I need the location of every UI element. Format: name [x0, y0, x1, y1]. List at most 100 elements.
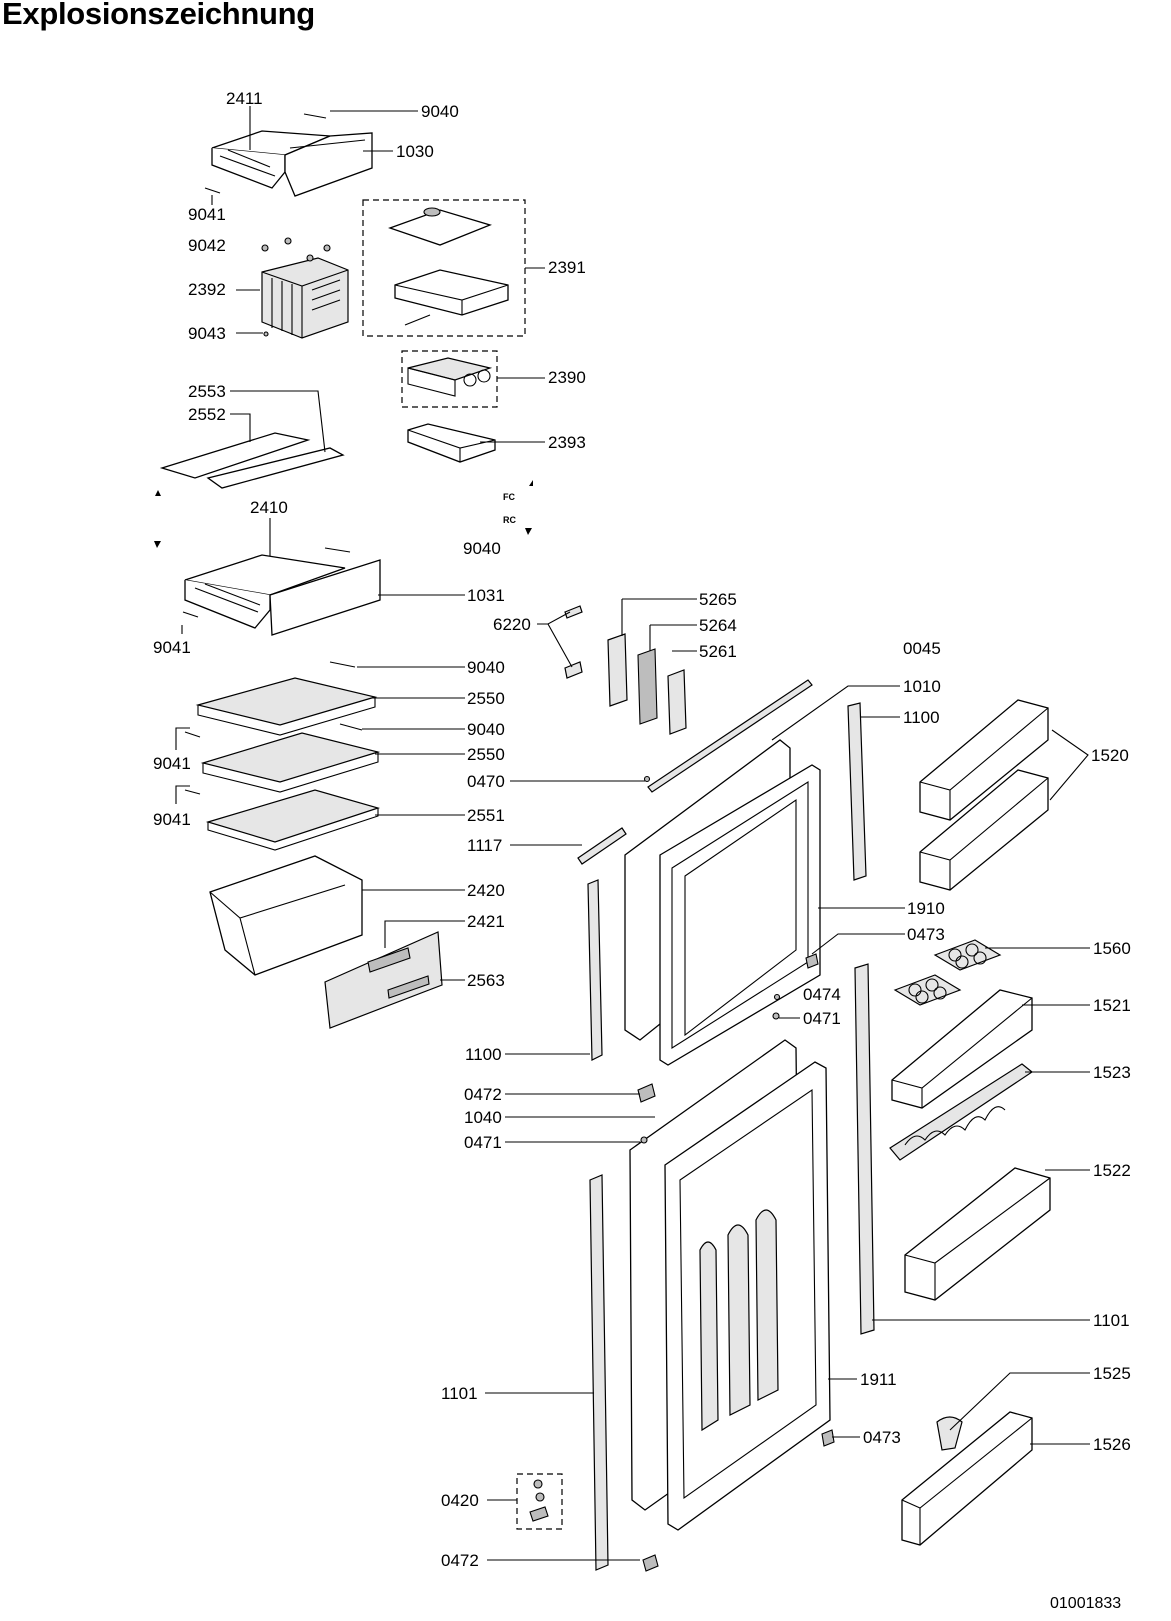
label-2420: 2420	[467, 881, 505, 900]
label-1100-left: 1100	[465, 1045, 502, 1064]
strip-1101-left	[589, 1174, 609, 1571]
label-0473-lower: 0473	[863, 1428, 901, 1447]
label-2563: 2563	[467, 971, 505, 990]
pin-0471-upper	[772, 1012, 780, 1020]
board-5261	[667, 669, 687, 735]
group-box-0420	[516, 1473, 563, 1530]
pin-9043	[263, 331, 269, 337]
label-2421: 2421	[467, 912, 505, 931]
bracket-0473-upper	[805, 953, 819, 969]
label-1030: 1030	[396, 142, 434, 161]
pin-0470	[643, 775, 651, 783]
hinge-set-0420	[529, 1479, 549, 1522]
label-0470: 0470	[467, 772, 505, 791]
ice-container-2392	[261, 257, 349, 339]
lower-door-1040	[629, 1039, 831, 1531]
cap-0472-upper	[637, 1083, 656, 1103]
label-9042: 9042	[188, 236, 226, 255]
label-1525: 1525	[1093, 1364, 1131, 1383]
upper-door-1010	[624, 739, 821, 1066]
shelf-2550-b	[200, 732, 381, 793]
label-2552: 2552	[188, 405, 226, 424]
door-bin-1522	[904, 1167, 1051, 1301]
label-0471-lower: 0471	[464, 1133, 502, 1152]
label-1101-right: 1101	[1093, 1311, 1130, 1330]
label-0471-upper: 0471	[803, 1009, 841, 1028]
sensor-6220-bottom	[564, 661, 583, 679]
label-1911: 1911	[860, 1370, 897, 1389]
leader-lines	[175, 106, 1090, 1561]
crisper-cover-2563	[324, 931, 443, 1029]
label-1101-left: 1101	[441, 1384, 478, 1403]
label-0472-lower: 0472	[441, 1551, 479, 1570]
label-0472-upper: 0472	[464, 1085, 502, 1104]
label-0473-upper: 0473	[907, 925, 945, 944]
label-5264: 5264	[699, 616, 737, 635]
document-number: 01001833	[1050, 1595, 1121, 1612]
label-9041-shelf-b: 9041	[153, 810, 191, 829]
cap-0472-lower	[642, 1554, 659, 1572]
strip-1100-right	[847, 702, 867, 881]
label-2390: 2390	[548, 368, 586, 387]
label-9041-shelf-a: 9041	[153, 754, 191, 773]
screws-shelves	[184, 661, 363, 795]
shelf-2550-a	[195, 677, 378, 736]
screw-9040-top	[303, 113, 327, 119]
group-box-2390	[401, 350, 498, 408]
label-5265: 5265	[699, 590, 737, 609]
crisper-2420	[209, 855, 363, 976]
label-9040-mid: 9040	[463, 539, 501, 558]
label-2550-a: 2550	[467, 689, 505, 708]
label-2550-b: 2550	[467, 745, 505, 764]
screw-9041-top	[204, 187, 221, 194]
door-bin-1521	[891, 989, 1033, 1109]
label-1560: 1560	[1093, 939, 1131, 958]
label-1522: 1522	[1093, 1161, 1131, 1180]
ice-maker-2391	[388, 207, 509, 326]
label-0474: 0474	[803, 985, 841, 1004]
bracket-0473-lower	[821, 1429, 835, 1447]
label-9041-mid: 9041	[153, 638, 191, 657]
arrow-up-icons	[155, 480, 533, 496]
label-1526: 1526	[1093, 1435, 1131, 1454]
label-9040-shelf-mid: 9040	[467, 720, 505, 739]
page-title: Explosionszeichnung	[2, 0, 315, 31]
shelf-2551	[205, 789, 381, 851]
label-2393: 2393	[548, 433, 586, 452]
pin-0471-lower	[640, 1136, 648, 1144]
label-9040-shelf-top: 9040	[467, 658, 505, 677]
drawer-2410	[184, 554, 381, 636]
label-9041-top: 9041	[188, 205, 226, 224]
hinge-1117	[577, 827, 627, 865]
part-labels: 2411 9040 1030 9041 9042 2391 2392 9043 …	[153, 89, 1131, 1612]
screw-9041-mid	[182, 611, 199, 618]
label-5261: 5261	[699, 642, 737, 661]
strip-1101-right	[854, 963, 875, 1335]
label-1910: 1910	[907, 899, 945, 918]
cover-2552	[159, 432, 311, 479]
label-1010: 1010	[903, 677, 941, 696]
pins-9042	[261, 237, 331, 262]
label-1100-right: 1100	[903, 708, 940, 727]
label-1520: 1520	[1091, 746, 1129, 765]
marker-fc: FC	[503, 492, 515, 502]
board-5264	[637, 648, 658, 725]
label-0045: 0045	[903, 639, 941, 658]
label-2410: 2410	[250, 498, 288, 517]
cover-2553	[206, 447, 345, 489]
door-bins-1520	[919, 699, 1049, 891]
screw-9040-mid	[324, 547, 351, 553]
handle-0045	[647, 679, 813, 793]
label-1040: 1040	[464, 1108, 502, 1127]
door-bin-1526	[901, 1411, 1033, 1546]
ice-tray-2390	[407, 357, 493, 397]
part-shapes	[154, 113, 1051, 1572]
label-2411: 2411	[226, 89, 263, 108]
label-2553: 2553	[188, 382, 226, 401]
label-2392: 2392	[188, 280, 226, 299]
strip-1100-left	[587, 879, 603, 1061]
label-1031: 1031	[467, 586, 505, 605]
label-1117: 1117	[467, 836, 502, 855]
sensor-6220-top	[564, 605, 583, 619]
